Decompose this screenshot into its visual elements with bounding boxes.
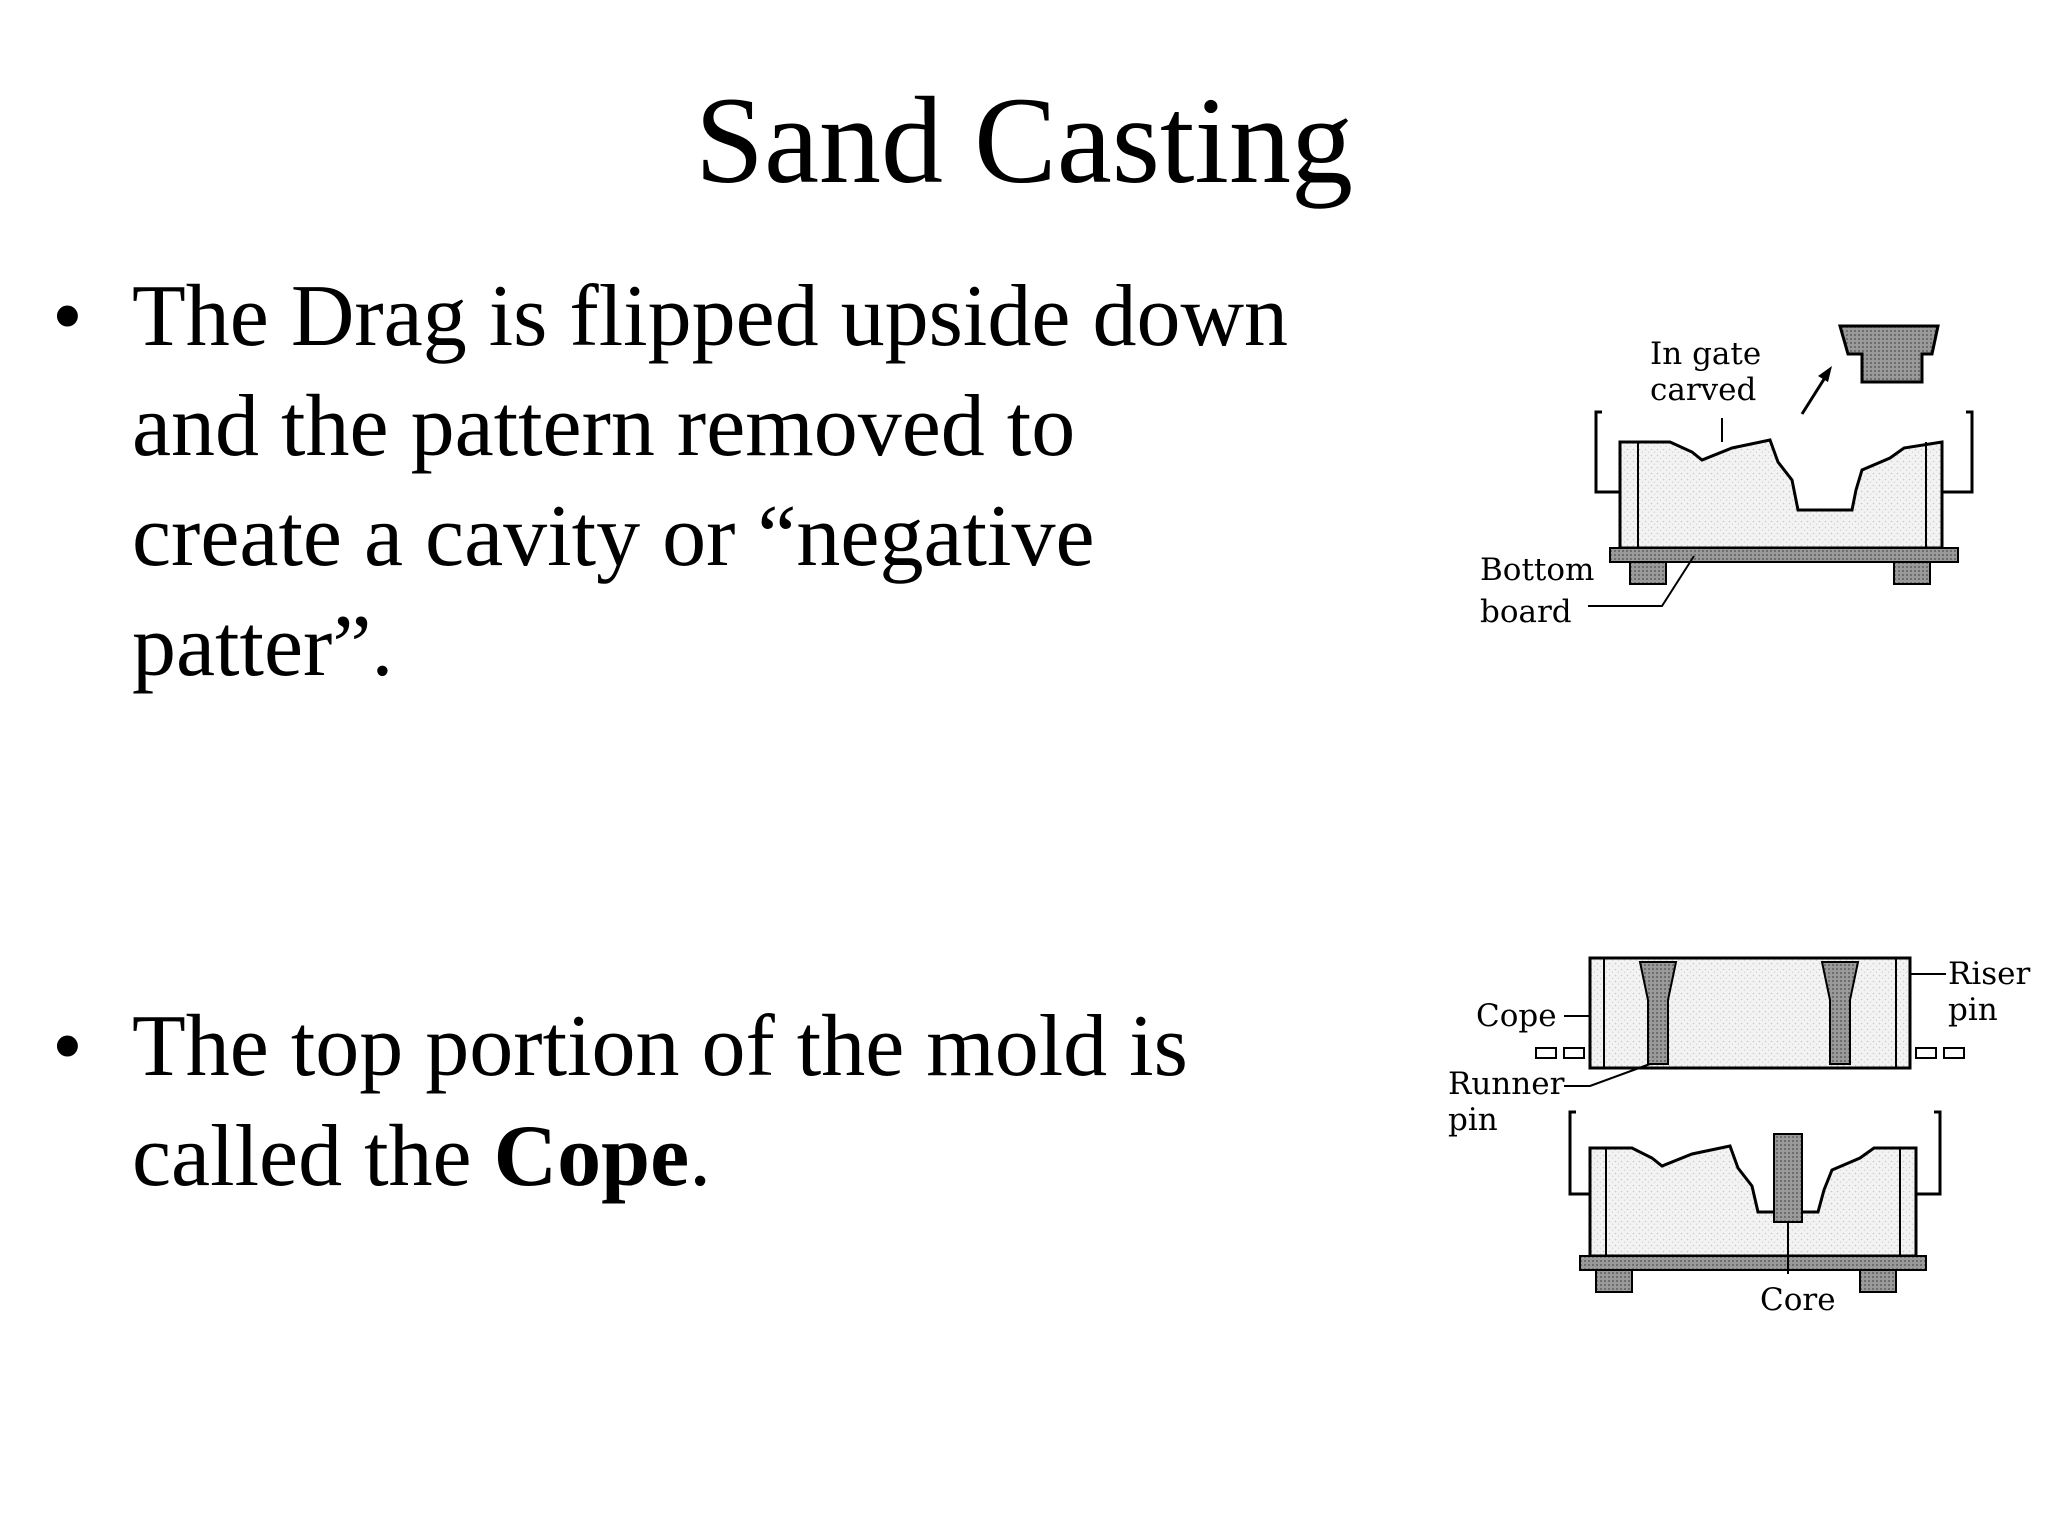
bullet-1-line-1: The Drag is flipped upside down: [132, 268, 1288, 365]
riser-pin-label-2: pin: [1948, 992, 1998, 1028]
removed-pattern: [1838, 324, 1940, 384]
flask-handle-right: [1942, 410, 1974, 494]
bullet-1-line-2: and the pattern removed to: [132, 378, 1076, 475]
core-label: Core: [1760, 1282, 1836, 1318]
riser-pin: [1820, 961, 1860, 1065]
drag-handle-left: [1568, 1110, 1590, 1196]
slide-title: Sand Casting: [695, 72, 1353, 209]
bullet-1-line-4: patter”.: [132, 598, 394, 695]
pin-tab-right: [1915, 1047, 1937, 1059]
board-foot-left: [1595, 1269, 1633, 1293]
bullet-text-2: The top portion of the mold is called th…: [132, 992, 1188, 1212]
core: [1773, 1133, 1803, 1223]
in-gate-label-1: In gate: [1650, 336, 1761, 372]
drag-sand: [1588, 1144, 1918, 1258]
board-foot-left: [1629, 561, 1667, 585]
arrow-icon: [1800, 375, 1828, 415]
bottom-board-label-2: board: [1480, 594, 1572, 630]
cope-label: Cope: [1476, 998, 1557, 1034]
bullet-2-line-2-prefix: called the: [132, 1108, 494, 1205]
runner-pin-label-1: Runner: [1448, 1066, 1565, 1102]
cope-drag-diagram: Cope Runner pin Riser pin Core: [1440, 944, 2040, 1324]
bottom-board-leader: [1588, 555, 1695, 607]
bullet-2-line-2-suffix: .: [689, 1108, 712, 1205]
cope-drag-diagram-svg: Cope Runner pin Riser pin Core: [1448, 956, 2031, 1318]
runner-pin: [1638, 961, 1678, 1065]
runner-leader: [1564, 1063, 1651, 1087]
bottom-board: [1579, 1255, 1927, 1271]
in-gate-label-2: carved: [1650, 372, 1756, 408]
bullet-1-line-3: create a cavity or “negative: [132, 488, 1095, 585]
board-foot-right: [1893, 561, 1931, 585]
flask-handle-left: [1594, 410, 1620, 494]
cope-term: Cope: [493, 1108, 690, 1205]
bullet-2-line-2: called the Cope.: [132, 1102, 1188, 1212]
pin-tab-left-2: [1563, 1047, 1585, 1059]
pin-tab-right-2: [1943, 1047, 1965, 1059]
cope-flask: [1588, 956, 1912, 1070]
bottom-board: [1609, 547, 1959, 563]
bullet-2-line-1: The top portion of the mold is: [132, 998, 1188, 1095]
runner-pin-label-2: pin: [1448, 1102, 1498, 1138]
drag-diagram-svg: In gate carved Bottom board: [1480, 324, 1974, 630]
bullet-marker: •: [52, 268, 83, 365]
board-foot-right: [1859, 1269, 1897, 1293]
bullet-text-1: The Drag is flipped upside down and the …: [132, 262, 1288, 702]
drag-sand: [1618, 438, 1944, 550]
arrow-head-icon: [1818, 366, 1832, 382]
drag-diagram: In gate carved Bottom board: [1470, 310, 1990, 650]
pin-tab-left: [1535, 1047, 1557, 1059]
riser-pin-label-1: Riser: [1948, 956, 2031, 992]
drag-handle-right: [1916, 1110, 1942, 1196]
bullet-marker: •: [52, 998, 83, 1095]
bottom-board-label-1: Bottom: [1480, 552, 1594, 588]
